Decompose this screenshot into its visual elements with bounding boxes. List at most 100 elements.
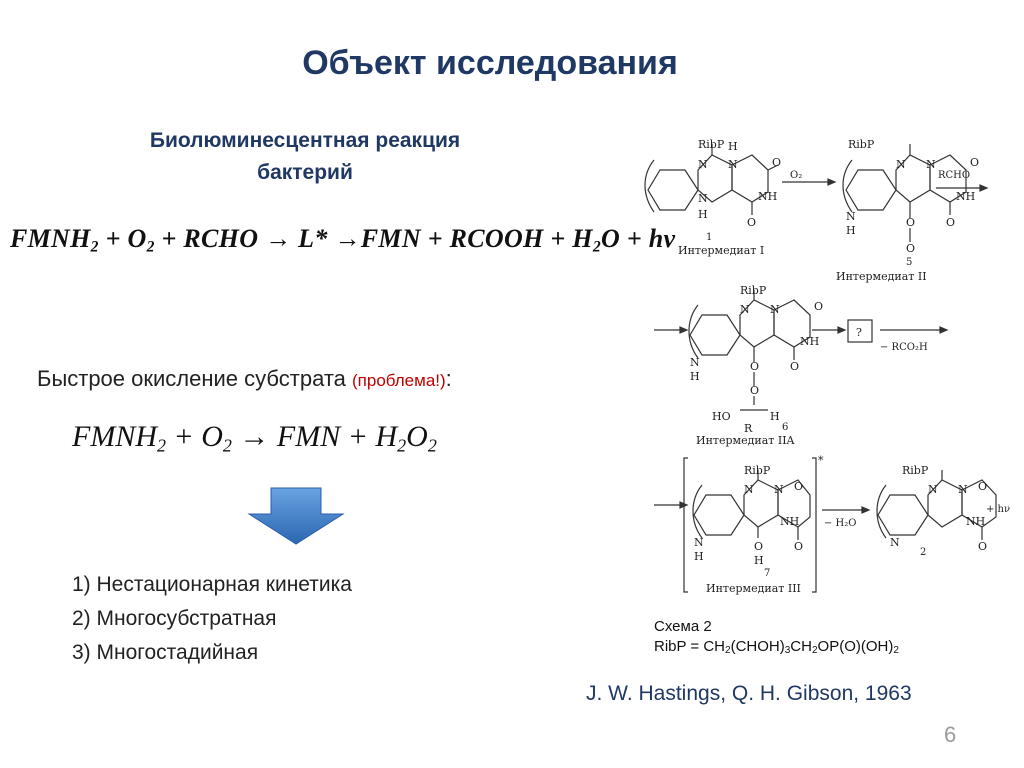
label-h2o: − H₂O <box>824 518 857 529</box>
caption-part: RibP = CH <box>654 638 726 655</box>
oxidation-equation: FMNH2 + O2 → FMN + H2O2 <box>72 420 437 456</box>
citation: J. W. Hastings, Q. H. Gibson, 1963 <box>586 682 912 705</box>
label-n: N <box>928 483 938 496</box>
label-nh: NH <box>956 190 975 203</box>
label-n: N <box>890 536 900 549</box>
label-nh: NH <box>800 335 819 348</box>
label-light: + hν <box>986 504 1010 515</box>
label-r: R <box>744 422 753 435</box>
label-ho: HO <box>712 410 731 423</box>
label-excited-star: * <box>818 454 824 467</box>
label-ribp: RibP <box>902 464 929 477</box>
eq2-sub: 2 <box>222 435 232 456</box>
label-o: O <box>750 384 759 397</box>
subtitle: Биолюминесцентная реакция бактерий <box>100 125 510 189</box>
label-n: N <box>744 483 754 496</box>
subtitle-line-1: Биолюминесцентная реакция <box>149 129 461 152</box>
label-o: O <box>750 360 759 373</box>
caption-part: OP(O)(OH) <box>817 638 894 655</box>
label-n: N <box>740 303 750 316</box>
eq2-sub: 2 <box>397 435 407 456</box>
label-compound-2: 2 <box>920 547 926 558</box>
eq2-sub: 2 <box>427 435 437 456</box>
label-o: O <box>794 480 803 493</box>
caption-sub: 2 <box>893 645 899 656</box>
caption-line-1: Схема 2 <box>654 618 712 635</box>
eq1-part: FMNH <box>10 224 91 253</box>
label-n: N <box>770 303 780 316</box>
eq2-sub: 2 <box>157 435 166 456</box>
bioluminescence-equation: FMNH2 + O2 + RCHO → L* →FMN + RCOOH + H2… <box>10 224 675 257</box>
eq2-part: + O <box>166 420 223 453</box>
problem-note: (проблема!) <box>352 371 446 390</box>
label-h: H <box>754 554 764 567</box>
oxidation-text: Быстрое окисление субстрата <box>37 366 346 391</box>
oxidation-line: Быстрое окисление субстрата (проблема!): <box>37 366 452 392</box>
label-o: O <box>970 156 979 169</box>
eq2-part: O <box>406 420 428 453</box>
label-o: O <box>790 360 799 373</box>
label-ribp: RibP <box>744 464 771 477</box>
list-item: 3) Многостадийная <box>72 641 259 664</box>
scheme-caption: Схема 2 RibP = CH2(CHOH)3CH2OP(O)(OH)2 <box>654 617 899 661</box>
caption-sub: 3 <box>784 645 791 656</box>
caption-line-2: RibP = CH2(CHOH)3CH2OP(O)(OH)2 <box>654 637 899 661</box>
label-n: N <box>896 158 906 171</box>
eq1-part: + O <box>98 224 147 253</box>
eq2-part: → FMN + H <box>231 420 398 453</box>
list-item: 2) Многосубстратная <box>72 607 277 630</box>
label-compound-7: 7 <box>764 568 770 579</box>
label-n: N <box>698 158 708 171</box>
label-n: N <box>728 158 738 171</box>
label-n: N <box>958 483 968 496</box>
label-n: N <box>694 536 704 549</box>
label-o: O <box>794 540 803 553</box>
label-ribp: RibP <box>848 138 875 151</box>
caption-sub: 2 <box>725 645 731 656</box>
eq1-sub: 2 <box>146 238 155 256</box>
label-h: H <box>846 224 856 237</box>
label-h: H <box>770 410 780 423</box>
label-nh: NH <box>780 515 799 528</box>
label-unknown: ? <box>856 326 862 339</box>
eq1-part: O + hν <box>600 224 676 253</box>
label-o: O <box>906 242 915 255</box>
label-o: O <box>747 216 756 229</box>
label-o: O <box>754 540 763 553</box>
page-number: 6 <box>944 722 957 747</box>
caption-sub: 2 <box>811 645 818 656</box>
down-arrow-icon <box>247 487 345 545</box>
eq2-part: FMNH <box>72 420 157 453</box>
label-compound-5: 5 <box>906 257 912 268</box>
label-o: O <box>946 216 955 229</box>
label-o2: O₂ <box>790 170 802 181</box>
subtitle-line-2: бактерий <box>257 161 353 184</box>
label-o: O <box>978 480 987 493</box>
label-rco2h: − RCO₂H <box>880 342 928 353</box>
label-n: N <box>774 483 784 496</box>
label-n: N <box>846 210 856 223</box>
label-h: H <box>690 370 700 383</box>
label-o: O <box>978 540 987 553</box>
eq1-part: + RCHO → L* →FMN + RCOOH + H <box>154 224 593 253</box>
label-n: N <box>698 192 708 205</box>
label-compound-1: 1 <box>706 232 712 243</box>
eq1-sub: 2 <box>592 238 601 256</box>
caption-part: CH <box>790 638 812 655</box>
label-nh: NH <box>758 190 777 203</box>
oxidation-colon: : <box>445 366 452 391</box>
label-intermediate-1: Интермедиат I <box>678 244 764 257</box>
caption-part: (CHOH) <box>730 638 785 655</box>
slide-title: Объект исследования <box>302 44 678 82</box>
label-ribp: RibP <box>698 138 725 151</box>
label-h: H <box>694 550 704 563</box>
reaction-scheme: RibP N H N O NH N H O 1 Интермедиат I O₂… <box>644 138 1010 595</box>
label-nh: NH <box>966 515 985 528</box>
label-intermediate-2a: Интермедиат IIA <box>696 434 796 447</box>
label-o: O <box>906 216 915 229</box>
label-ribp: RibP <box>740 284 767 297</box>
label-n: N <box>690 356 700 369</box>
eq1-sub: 2 <box>90 238 99 256</box>
label-o: O <box>814 300 823 313</box>
label-h: H <box>698 208 708 221</box>
